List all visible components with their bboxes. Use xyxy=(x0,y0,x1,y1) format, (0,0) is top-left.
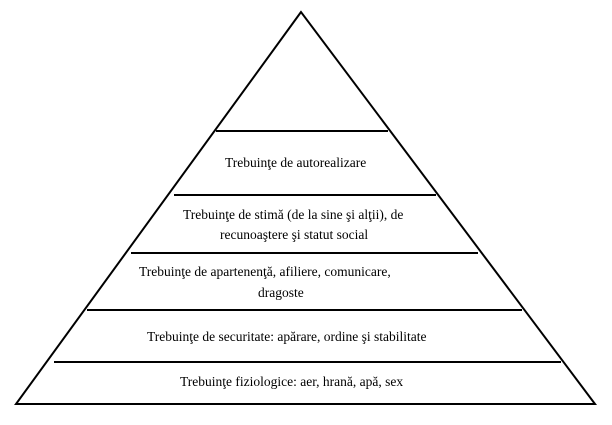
pyramid-outline xyxy=(14,10,597,405)
level-label-belonging-line1: Trebuinţe de apartenenţă, afiliere, comu… xyxy=(139,264,391,279)
level-label-esteem-line2: recunoaştere şi statut social xyxy=(220,227,368,242)
level-label-physiological: Trebuinţe fiziologice: aer, hrană, apă, … xyxy=(180,374,403,389)
level-label-belonging-line2: dragoste xyxy=(258,285,304,300)
level-label-esteem-line1: Trebuinţe de stimă (de la sine şi alţii)… xyxy=(183,207,403,222)
level-label-self-actualization: Trebuinţe de autorealizare xyxy=(225,155,366,170)
level-label-safety: Trebuinţe de securitate: apărare, ordine… xyxy=(147,329,427,344)
